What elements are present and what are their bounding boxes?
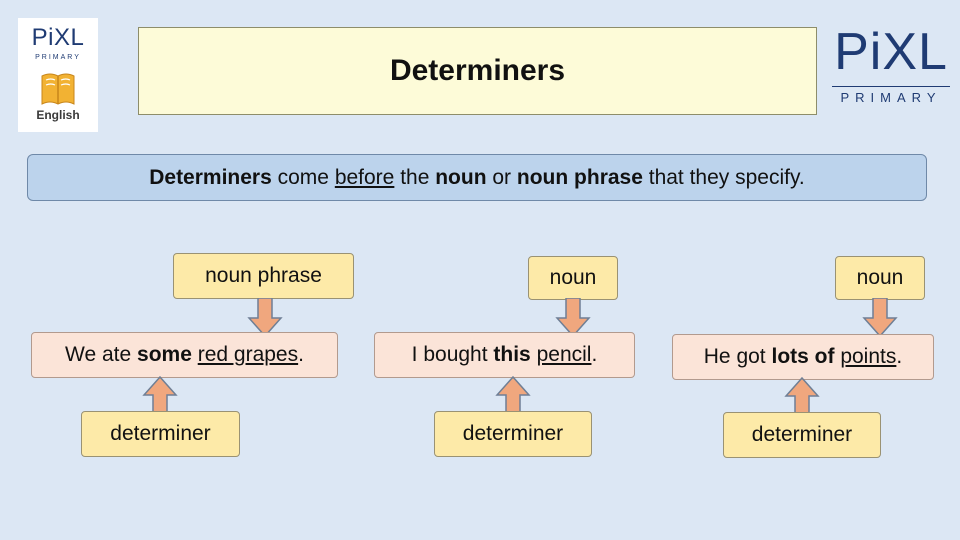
logo-right-divider [832,86,950,87]
definition-fragment: the [394,165,436,189]
example-2-sentence: I bought this pencil. [374,332,635,378]
up-arrow-icon [142,375,178,415]
example-3-noun: points [840,345,897,368]
sentence-fragment: . [298,343,304,366]
sentence-fragment: He got [703,345,772,368]
down-arrow-icon [862,298,898,338]
example-1-bottom-label: determiner [81,411,240,457]
definition-fragment: that they specify. [642,165,805,189]
logo-left-brand: PiXL [31,24,85,51]
definition-text: Determiners come before the noun or noun… [149,166,805,190]
down-arrow-icon [555,298,591,338]
example-2-sentence-text: I bought this pencil. [412,343,598,367]
example-1-noun: red grapes [197,343,299,366]
logo-right-brand: PiXL [834,23,948,81]
book-icon [41,73,75,105]
definition-before: before [334,165,395,189]
definition-fragment: come [271,165,335,189]
definition-noun: noun [435,165,487,189]
example-3-bottom-label: determiner [723,412,881,458]
example-2-determiner: this [493,343,531,366]
sentence-fragment: We ate [65,343,138,366]
definition-fragment: or [486,165,517,189]
example-2-bottom-label: determiner [434,411,592,457]
example-2-noun: pencil [536,343,592,366]
example-2-top-label: noun [528,256,618,300]
title-banner: Determiners [138,27,817,115]
pixl-english-logo: PiXL PRIMARY English [18,18,98,132]
example-1-sentence: We ate some red grapes. [31,332,338,378]
definition-bar: Determiners come before the noun or noun… [27,154,927,201]
sentence-fragment: . [591,343,598,366]
logo-left-sub: PRIMARY [35,54,81,61]
logo-left-subject: English [36,108,80,122]
example-3-top-label: noun [835,256,925,300]
example-3-sentence: He got lots of points. [672,334,934,380]
up-arrow-icon [495,375,531,415]
example-1-sentence-text: We ate some red grapes. [65,343,304,367]
page-title: Determiners [389,54,566,87]
example-3-determiner: lots of [771,345,835,368]
example-1-top-label: noun phrase [173,253,354,299]
down-arrow-icon [247,298,283,338]
sentence-fragment: I bought [411,343,494,366]
example-3-sentence-text: He got lots of points. [704,345,902,369]
sentence-fragment: . [896,345,903,368]
logo-right-sub: PRIMARY [840,90,942,105]
pixl-primary-logo: PiXL PRIMARY [830,23,952,110]
definition-noun-phrase: noun phrase [516,165,643,189]
definition-term: Determiners [149,165,272,189]
example-1-determiner: some [137,343,192,366]
up-arrow-icon [784,376,820,416]
